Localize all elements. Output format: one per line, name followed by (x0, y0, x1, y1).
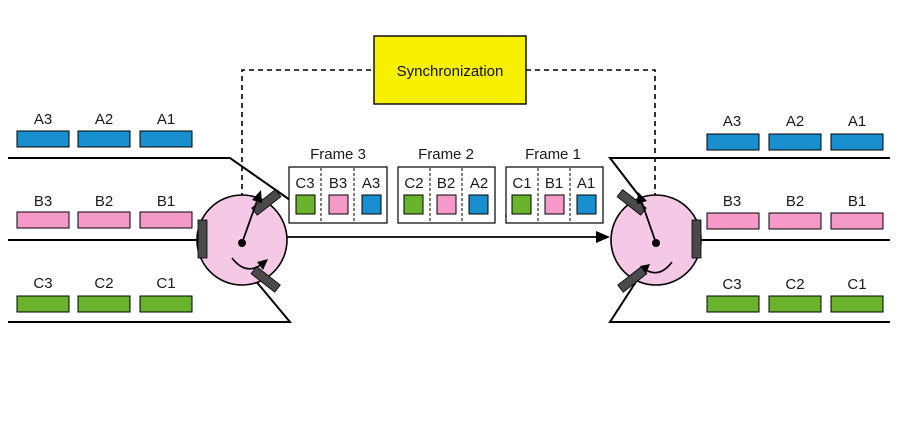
slot-label: A2 (470, 175, 488, 192)
signal-label: B3 (34, 193, 52, 210)
sync-line-right (526, 69, 656, 243)
slot-label: C1 (512, 175, 531, 192)
synchronization-box (373, 35, 527, 105)
signal-label: C1 (156, 275, 175, 292)
switch-pivot (238, 239, 246, 247)
rotary-switch-icon (610, 189, 702, 293)
slot-label: A1 (577, 175, 595, 192)
output-group-c: C3 C2 C1 (706, 276, 884, 313)
signal-block-a1 (139, 130, 193, 148)
slot-block-c (511, 194, 532, 215)
slot-block-b (544, 194, 565, 215)
slot-block-a (468, 194, 489, 215)
signal-block-c3 (706, 295, 760, 313)
slot-label: C3 (295, 175, 314, 192)
slot-block-c (295, 194, 316, 215)
slot-block-a (576, 194, 597, 215)
switch-contact-right (691, 219, 702, 259)
signal-label: A3 (723, 113, 741, 130)
frame-3: Frame 3 C3 B3 A3 (288, 146, 388, 224)
switch-contact-bottom (250, 266, 281, 293)
slot-block-c (403, 194, 424, 215)
slot-block-b (436, 194, 457, 215)
signal-block-b2 (768, 212, 822, 230)
sync-line-left (241, 69, 374, 243)
signal-label: C2 (94, 275, 113, 292)
switch-contact-top (251, 189, 282, 216)
signal-block-b3 (16, 211, 70, 229)
switch-pointer (640, 199, 657, 244)
slot-label: B2 (437, 175, 455, 192)
signal-label: C3 (722, 276, 741, 293)
signal-block-c1 (830, 295, 884, 313)
signal-label: C3 (33, 275, 52, 292)
rotary-switch-icon (196, 189, 288, 293)
signal-label: C2 (785, 276, 804, 293)
signal-block-c2 (77, 295, 131, 313)
signal-label: A1 (157, 111, 175, 128)
signal-label: B3 (723, 193, 741, 210)
slot-block-a (361, 194, 382, 215)
signal-label: B2 (95, 193, 113, 210)
switch-contact-top (616, 189, 647, 216)
signal-block-b3 (706, 212, 760, 230)
input-group-c: C3 C2 C1 (16, 275, 193, 313)
signal-label: B1 (848, 193, 866, 210)
signal-block-b1 (830, 212, 884, 230)
switch-contact-left (197, 219, 208, 259)
output-group-b: B3 B2 B1 (706, 193, 884, 230)
slot-label: A3 (362, 175, 380, 192)
signal-block-a3 (706, 133, 760, 151)
signal-block-c1 (139, 295, 193, 313)
signal-label: A2 (786, 113, 804, 130)
frame-title: Frame 2 (418, 146, 474, 163)
signal-label: A3 (34, 111, 52, 128)
signal-label: B1 (157, 193, 175, 210)
frame-2: Frame 2 C2 B2 A2 (397, 146, 496, 224)
signal-label: B2 (786, 193, 804, 210)
frame-title: Frame 1 (525, 146, 581, 163)
signal-block-b2 (77, 211, 131, 229)
arrow-right-icon (596, 231, 610, 243)
signal-block-a3 (16, 130, 70, 148)
frame-title: Frame 3 (310, 146, 366, 163)
signal-label: A2 (95, 111, 113, 128)
signal-block-a1 (830, 133, 884, 151)
input-group-a: A3 A2 A1 (16, 111, 193, 148)
signal-block-a2 (768, 133, 822, 151)
synchronization-label: Synchronization (397, 63, 504, 80)
signal-block-c2 (768, 295, 822, 313)
slot-label: B3 (329, 175, 347, 192)
signal-block-b1 (139, 211, 193, 229)
signal-label: C1 (847, 276, 866, 293)
switch-pointer (241, 197, 259, 244)
frame-1: Frame 1 C1 B1 A1 (505, 146, 604, 224)
slot-label: B1 (545, 175, 563, 192)
signal-block-a2 (77, 130, 131, 148)
signal-label: A1 (848, 113, 866, 130)
signal-block-c3 (16, 295, 70, 313)
slot-label: C2 (404, 175, 423, 192)
rotation-arrow (645, 261, 673, 274)
output-group-a: A3 A2 A1 (706, 113, 884, 151)
slot-block-b (328, 194, 349, 215)
input-group-b: B3 B2 B1 (16, 193, 193, 229)
rotation-arrow (231, 257, 263, 270)
switch-pivot (652, 239, 660, 247)
